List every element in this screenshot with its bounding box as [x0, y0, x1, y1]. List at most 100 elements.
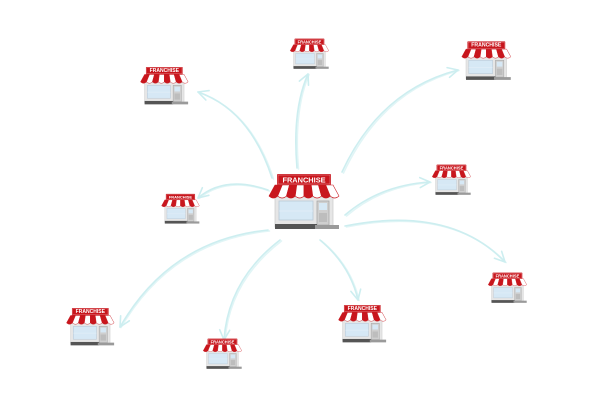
store-sign	[343, 304, 381, 313]
store-window	[166, 208, 186, 219]
store-sign-label: FRANCHISE	[440, 165, 464, 170]
store-base	[206, 366, 230, 369]
store-sign-label: FRANCHISE	[211, 339, 235, 344]
connection-arrow	[341, 66, 460, 174]
store-top-left: FRANCHISE	[140, 66, 189, 105]
connection-arrow	[295, 73, 310, 170]
arrow-line-shadow	[320, 240, 360, 302]
store-step	[186, 221, 200, 224]
store-window	[437, 179, 457, 191]
awning-stripe	[84, 315, 91, 325]
store-window	[345, 323, 369, 337]
awning-stripe	[479, 48, 487, 59]
connection-arrow	[197, 183, 271, 200]
sign-border	[344, 305, 381, 312]
store-step	[369, 339, 387, 343]
sign-border	[295, 39, 324, 45]
store-window	[278, 200, 314, 221]
sign-border	[437, 165, 466, 171]
store-sign	[145, 66, 183, 75]
store-mid-left: FRANCHISE	[161, 193, 200, 224]
store-sign-label: FRANCHISE	[471, 42, 502, 48]
connection-arrow	[197, 89, 275, 180]
arrow-line	[223, 239, 281, 341]
store-mid-right: FRANCHISE	[431, 164, 471, 195]
awning-stripe	[356, 312, 363, 322]
arrow-line-shadow	[120, 230, 271, 329]
store-window	[295, 53, 315, 65]
sign-border	[208, 339, 237, 345]
arrow-head	[418, 176, 431, 189]
store-step	[494, 77, 511, 80]
store-window	[73, 326, 97, 340]
sign-border	[72, 308, 109, 315]
sign-border	[277, 174, 331, 185]
awning-stripe	[104, 315, 115, 325]
door-window	[188, 209, 193, 214]
awning-stripe	[191, 199, 200, 208]
store-sign	[207, 338, 238, 345]
store-base	[491, 300, 515, 303]
awning-stripe	[501, 48, 512, 59]
awning-stripe	[446, 170, 452, 178]
store-sign	[436, 164, 467, 171]
awning-stripe	[502, 278, 508, 286]
connection-arrow	[319, 239, 362, 302]
store-base	[144, 100, 174, 105]
arrow-line	[344, 181, 431, 216]
door-panel	[188, 214, 193, 220]
store-sign-label: FRANCHISE	[76, 309, 106, 315]
arrow-line-shadow	[224, 240, 283, 342]
awning-stripe	[304, 44, 310, 52]
store-step	[315, 225, 339, 229]
store-step	[97, 342, 115, 346]
store-base	[70, 341, 100, 346]
door-panel	[372, 331, 378, 338]
store-sign	[467, 41, 506, 50]
store-sign-label: FRANCHISE	[150, 68, 180, 74]
door-panel	[317, 60, 323, 65]
store-step	[228, 366, 242, 369]
arrow-line-shadow	[296, 73, 310, 170]
arrow-head	[119, 315, 131, 328]
store-nodes: FRANCHISE FRANCHISE FRANCHISE FRANCHISE FRAN…	[66, 38, 527, 369]
store-base	[164, 220, 188, 224]
store-right: FRANCHISE	[487, 272, 527, 303]
door-panel	[319, 213, 327, 222]
awning-stripe	[294, 184, 305, 199]
arrow-head	[350, 288, 362, 301]
store-base	[466, 76, 496, 80]
awning-stripe	[158, 74, 165, 84]
store-sign-label: FRANCHISE	[282, 175, 325, 184]
arrow-line-shadow	[198, 91, 275, 180]
arrow-line	[344, 219, 506, 263]
awning-stripe	[217, 344, 223, 352]
store-step	[315, 66, 329, 69]
store-sign	[277, 174, 331, 185]
awning-stripe	[463, 170, 471, 178]
store-sign	[294, 38, 325, 45]
arrow-head	[197, 89, 210, 101]
door-window	[174, 86, 180, 92]
store-step	[457, 192, 471, 195]
store-step	[513, 300, 527, 303]
awning-stripe	[234, 344, 242, 352]
store-base	[275, 224, 317, 229]
door-panel	[459, 186, 465, 191]
awning-stripe	[321, 44, 329, 52]
awning-stripe	[175, 199, 181, 208]
connection-arrow	[119, 229, 271, 329]
door-panel	[174, 93, 180, 100]
arrow-line	[197, 91, 273, 179]
store-hq: FRANCHISE	[268, 174, 340, 229]
connection-arrow	[344, 219, 507, 264]
store-sign-label: FRANCHISE	[496, 273, 520, 278]
store-sign-label: FRANCHISE	[348, 306, 378, 312]
door-window	[515, 288, 521, 293]
arrow-line	[119, 229, 269, 328]
awning-stripe	[178, 74, 189, 84]
sign-border	[493, 273, 522, 279]
door-window	[459, 180, 465, 185]
arrow-head	[493, 250, 506, 263]
